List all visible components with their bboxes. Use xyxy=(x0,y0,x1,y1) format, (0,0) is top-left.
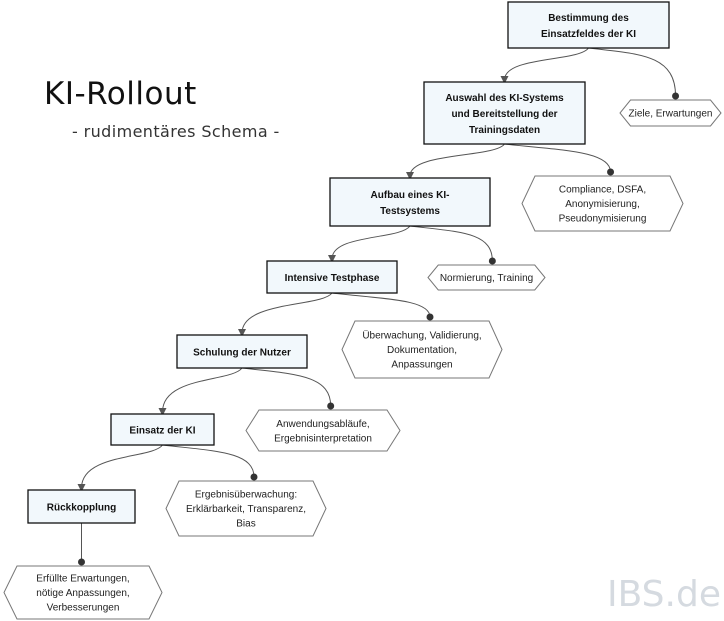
step-label: Auswahl des KI-Systems xyxy=(445,93,564,104)
connectors xyxy=(77,47,680,566)
note-label: Ergebnisinterpretation xyxy=(274,433,372,444)
connector-dot xyxy=(607,168,615,176)
watermark-logo: IBS.de xyxy=(607,574,721,615)
step-box-3: Aufbau eines KI- Testsystems xyxy=(329,177,491,227)
step-label: Intensive Testphase xyxy=(285,273,380,284)
step-label: Bestimmung des xyxy=(548,13,629,24)
connector-dot xyxy=(250,473,258,481)
connector-dot xyxy=(327,402,335,410)
step-box-frame xyxy=(329,177,491,227)
note-hex-2: Compliance, DSFA, Anonymisierung, Pseudony… xyxy=(521,175,684,232)
step-box-frame xyxy=(423,81,586,145)
note-label: nötige Anpassungen, xyxy=(36,588,129,599)
note-hex-frame xyxy=(165,480,327,537)
connector-dot xyxy=(488,257,496,265)
connector-dot xyxy=(672,92,680,100)
note-label: Anonymisierung, xyxy=(565,199,639,210)
step-label: und Bereitstellung der xyxy=(451,109,557,120)
step-connector xyxy=(238,292,333,337)
note-hex-frame xyxy=(341,320,503,379)
note-label: Normierung, Training xyxy=(440,273,533,284)
step-box-frame xyxy=(507,1,670,49)
note-connector xyxy=(504,143,612,173)
note-label: Dokumentation, xyxy=(387,345,457,356)
note-hex-6: Ergebnisüberwachung: Erklärbarkeit, Trans… xyxy=(165,480,327,537)
note-hex-frame xyxy=(521,175,684,232)
step-label: Schulung der Nutzer xyxy=(193,348,291,359)
step-box-frame xyxy=(110,413,215,446)
note-label: Verbesserungen xyxy=(47,603,120,614)
note-connector xyxy=(331,292,431,318)
connector-dot xyxy=(426,313,434,321)
step-label: Testsystems xyxy=(380,206,440,217)
note-label: Pseudonymisierung xyxy=(559,214,647,225)
step-label: Einsatz der KI xyxy=(129,426,195,437)
note-label: Bias xyxy=(236,519,255,530)
note-connector xyxy=(241,367,332,407)
note-label: Ergebnisüberwachung: xyxy=(195,490,297,501)
note-hex-frame xyxy=(245,409,401,452)
step-box-5: Schulung der Nutzer xyxy=(176,334,308,369)
diagram-title: KI-Rollout xyxy=(44,76,197,112)
step-connector xyxy=(158,367,243,416)
note-label: Erfüllte Erwartungen, xyxy=(36,574,129,585)
note-hex-5: Anwendungsabläufe, Ergebnisinterpretation xyxy=(245,409,401,452)
step-box-frame xyxy=(27,489,136,524)
step-box-6: Einsatz der KI xyxy=(110,413,215,446)
step-box-2: Auswahl des KI-Systems und Bereitstellung… xyxy=(423,81,586,145)
note-label: Compliance, DSFA, xyxy=(559,185,646,196)
step-box-frame xyxy=(176,334,308,369)
note-hex-frame xyxy=(619,99,722,127)
note-label: Erklärbarkeit, Transparenz, xyxy=(186,504,306,515)
note-hex-frame xyxy=(3,565,163,620)
step-connector xyxy=(328,225,411,263)
note-hex-4: Überwachung, Validierung, Dokumentation, A… xyxy=(341,320,503,379)
note-label: Anpassungen xyxy=(391,360,452,371)
step-box-7: Rückkopplung xyxy=(27,489,136,524)
note-connector xyxy=(588,47,677,97)
diagram-subtitle: - rudimentäres Schema - xyxy=(72,122,280,141)
note-hex-1: Ziele, Erwartungen xyxy=(619,99,722,127)
note-hex-frame xyxy=(427,264,546,291)
step-label: Rückkopplung xyxy=(47,503,116,514)
step-label: Trainingsdaten xyxy=(469,125,540,136)
note-connector xyxy=(162,444,255,478)
note-hex-3: Normierung, Training xyxy=(427,264,546,291)
step-connector xyxy=(77,444,163,492)
connector-dot xyxy=(78,558,85,566)
note-label: Anwendungsabläufe, xyxy=(276,419,369,430)
step-label: Einsatzfeldes der KI xyxy=(541,29,636,40)
note-connector xyxy=(409,225,493,262)
step-box-frame xyxy=(266,260,398,294)
step-box-4: Intensive Testphase xyxy=(266,260,398,294)
note-hex-7: Erfüllte Erwartungen, nötige Anpassungen,… xyxy=(3,565,163,620)
note-label: Ziele, Erwartungen xyxy=(629,109,713,120)
step-label: Aufbau eines KI- xyxy=(371,190,450,201)
step-connector xyxy=(406,143,505,180)
step-connector xyxy=(500,47,589,84)
note-label: Überwachung, Validierung, xyxy=(362,330,481,342)
